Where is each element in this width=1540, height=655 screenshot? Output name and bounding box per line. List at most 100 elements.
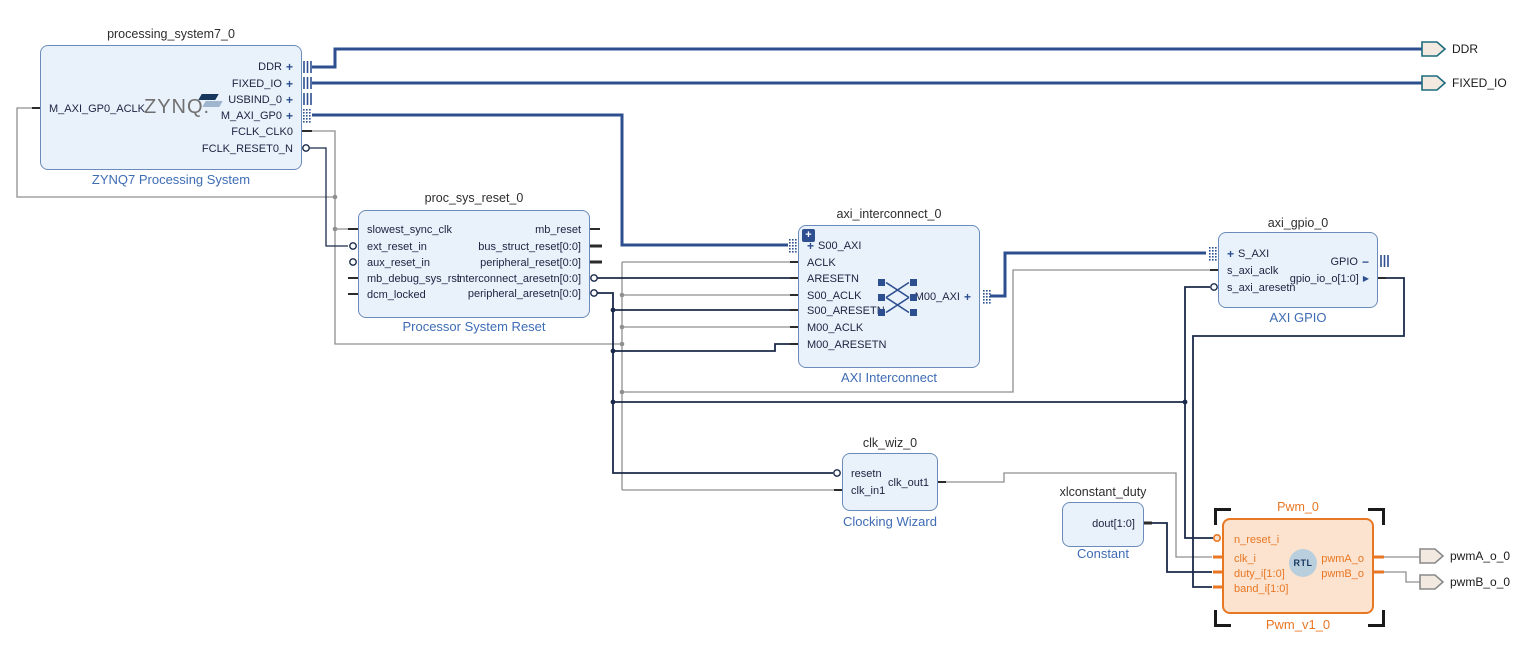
zynq-logo-arrow-dark bbox=[198, 94, 219, 100]
wire-m00-aresetn[interactable] bbox=[613, 343, 798, 352]
pwm-port-clk-i[interactable]: clk_i bbox=[1234, 553, 1257, 565]
wire-s-axi-aclk[interactable] bbox=[622, 269, 1218, 393]
wire-ddr[interactable] bbox=[312, 47, 1422, 69]
clock-nets bbox=[16, 107, 1420, 583]
psr-port-ext-reset-in[interactable]: ext_reset_in bbox=[367, 241, 427, 253]
psr-port-peripheral-reset[interactable]: peripheral_reset[0:0] bbox=[480, 257, 581, 269]
hatch-m00-axi bbox=[983, 290, 991, 304]
expand-icon[interactable]: + bbox=[963, 290, 971, 304]
ps7-port-m-axi-gp0-aclk[interactable]: M_AXI_GP0_ACLK bbox=[49, 103, 145, 115]
ddr-port-shape[interactable] bbox=[1421, 41, 1447, 57]
external-port-shapes bbox=[1419, 41, 1447, 590]
pwm-port-pwma-o[interactable]: pwmA_o bbox=[1321, 553, 1364, 565]
psr-title: proc_sys_reset_0 bbox=[424, 191, 524, 205]
gpio-block[interactable]: +S_AXI s_axi_aclk s_axi_aresetn GPIO− gp… bbox=[1218, 232, 1378, 308]
gpio-title: axi_gpio_0 bbox=[1267, 216, 1329, 230]
expand-icon[interactable]: + bbox=[1227, 247, 1235, 261]
pwm-nreset-inverter-circle bbox=[1213, 533, 1222, 542]
external-port-pwma-label[interactable]: pwmA_o_0 bbox=[1450, 549, 1511, 563]
wire-m00-axi[interactable] bbox=[990, 251, 1206, 298]
interface-hatches bbox=[303, 61, 1389, 267]
clkwiz-port-clk-in1[interactable]: clk_in1 bbox=[851, 485, 886, 497]
gpio-port-gpio[interactable]: GPIO− bbox=[1330, 255, 1369, 269]
pwm-port-duty-i[interactable]: duty_i[1:0] bbox=[1234, 568, 1285, 580]
psr-port-interconnect-aresetn[interactable]: interconnect_aresetn[0:0] bbox=[456, 273, 581, 285]
gpio-port-gpio-io-o[interactable]: gpio_io_o[1:0]▶ bbox=[1289, 273, 1369, 285]
wire-peripheral-aresetn[interactable] bbox=[597, 292, 833, 474]
pwma-port-shape[interactable] bbox=[1419, 548, 1445, 564]
psr-block[interactable]: slowest_sync_clk ext_reset_in aux_reset_… bbox=[358, 210, 590, 318]
psr-label: Processor System Reset bbox=[402, 319, 546, 334]
ps7-port-fixed-io[interactable]: FIXED_IO+ bbox=[231, 77, 293, 91]
icx-port-m00-aresetn[interactable]: M00_ARESETN bbox=[807, 339, 887, 351]
icx-port-m00-aclk[interactable]: M00_ACLK bbox=[807, 322, 864, 334]
wire-gpio-to-band[interactable] bbox=[1192, 277, 1405, 588]
wire-m-axi-gp0-aclk[interactable] bbox=[16, 107, 335, 198]
pwm-port-n-reset-i[interactable]: n_reset_i bbox=[1234, 534, 1280, 546]
xlconst-block[interactable]: dout[1:0] bbox=[1062, 502, 1144, 547]
ps7-title: processing_system7_0 bbox=[107, 27, 235, 41]
clkwiz-block[interactable]: resetn clk_in1 clk_out1 bbox=[842, 453, 938, 511]
expand-icon[interactable]: + bbox=[285, 109, 293, 123]
psr-port-mb-reset[interactable]: mb_reset bbox=[535, 224, 581, 236]
psr-port-bus-struct-reset[interactable]: bus_struct_reset[0:0] bbox=[478, 241, 581, 253]
port-ticks bbox=[32, 107, 1386, 525]
gpio-port-s-axi-aresetn[interactable]: s_axi_aresetn bbox=[1227, 282, 1296, 294]
xlconst-port-dout[interactable]: dout[1:0] bbox=[1092, 518, 1135, 530]
ps7-port-usbind-0[interactable]: USBIND_0+ bbox=[228, 93, 293, 107]
inverter-circles bbox=[302, 144, 1218, 477]
clkwiz-label: Clocking Wizard bbox=[843, 514, 937, 529]
psr-port-mb-debug-sys-rst[interactable]: mb_debug_sys_rst bbox=[367, 273, 460, 285]
pwm-port-pwmb-o[interactable]: pwmB_o bbox=[1321, 568, 1364, 580]
icx-port-s00-aresetn[interactable]: S00_ARESETN bbox=[807, 305, 885, 317]
wire-s-axi-aresetn[interactable] bbox=[1184, 286, 1213, 539]
clkwiz-port-clk-out1[interactable]: clk_out1 bbox=[888, 477, 929, 489]
wire-pwmb[interactable] bbox=[1384, 571, 1420, 583]
selection-corner-bl bbox=[1214, 610, 1231, 627]
fixed-io-port-shape[interactable] bbox=[1421, 75, 1447, 91]
collapse-icon[interactable]: − bbox=[1361, 255, 1369, 269]
clkwiz-title: clk_wiz_0 bbox=[862, 436, 918, 450]
pwm-port-ticks bbox=[1213, 555, 1384, 589]
hatch-s-axi bbox=[1209, 247, 1217, 261]
xlconst-label: Constant bbox=[1076, 546, 1130, 561]
ps7-port-fclk-reset0-n[interactable]: FCLK_RESET0_N bbox=[201, 143, 293, 155]
expand-all-button[interactable]: + bbox=[802, 229, 815, 242]
icx-block[interactable]: +S00_AXI ACLK ARESETN S00_ACLK S00_ARESE… bbox=[798, 225, 980, 368]
expand-icon[interactable]: + bbox=[807, 239, 815, 253]
external-port-pwmb-label[interactable]: pwmB_o_0 bbox=[1450, 575, 1511, 589]
ps7-port-ddr[interactable]: DDR+ bbox=[258, 60, 293, 74]
external-port-fixed-io-label[interactable]: FIXED_IO bbox=[1452, 76, 1507, 90]
rtl-icon: RTL bbox=[1289, 549, 1317, 577]
net-junction-dots bbox=[610, 307, 1188, 405]
expand-icon[interactable]: + bbox=[285, 60, 293, 74]
gpio-port-s-axi-aclk[interactable]: s_axi_aclk bbox=[1227, 265, 1279, 277]
pwmb-port-shape[interactable] bbox=[1419, 574, 1445, 590]
expand-icon[interactable]: + bbox=[285, 93, 293, 107]
psr-port-peripheral-aresetn[interactable]: peripheral_aresetn[0:0] bbox=[467, 288, 581, 300]
psr-port-aux-reset-in[interactable]: aux_reset_in bbox=[367, 257, 430, 269]
icx-port-m00-axi[interactable]: M00_AXI+ bbox=[914, 290, 971, 304]
ps7-port-fclk-clk0[interactable]: FCLK_CLK0 bbox=[231, 126, 293, 138]
wire-m-axi-gp0[interactable] bbox=[312, 113, 788, 247]
ps7-port-m-axi-gp0[interactable]: M_AXI_GP0+ bbox=[220, 109, 293, 123]
psr-port-dcm-locked[interactable]: dcm_locked bbox=[367, 289, 426, 301]
psr-port-slowest-sync-clk[interactable]: slowest_sync_clk bbox=[367, 224, 452, 236]
pwm-port-band-i[interactable]: band_i[1:0] bbox=[1234, 583, 1289, 595]
wire-fclk-reset0-n[interactable] bbox=[309, 147, 348, 247]
gpio-label: AXI GPIO bbox=[1269, 310, 1327, 325]
icx-port-aresetn[interactable]: ARESETN bbox=[807, 273, 859, 285]
xlconst-title: xlconstant_duty bbox=[1059, 485, 1147, 499]
wire-fclk-clk0[interactable] bbox=[304, 130, 622, 345]
wire-clk-out1-to-clk-i[interactable] bbox=[946, 472, 1212, 558]
clkwiz-port-resetn[interactable]: resetn bbox=[851, 468, 882, 480]
icx-port-s00-aclk[interactable]: S00_ACLK bbox=[807, 290, 862, 302]
icx-port-s00-axi[interactable]: +S00_AXI bbox=[807, 239, 862, 253]
wire-dout-to-duty[interactable] bbox=[1152, 522, 1212, 573]
gpio-port-s-axi[interactable]: +S_AXI bbox=[1227, 247, 1270, 261]
expand-icon[interactable]: + bbox=[285, 77, 293, 91]
ps7-block[interactable]: M_AXI_GP0_ACLK DDR+ FIXED_IO+ USBIND_0+ … bbox=[40, 45, 302, 170]
icx-port-aclk[interactable]: ACLK bbox=[807, 257, 836, 269]
external-port-ddr-label[interactable]: DDR bbox=[1452, 42, 1478, 56]
